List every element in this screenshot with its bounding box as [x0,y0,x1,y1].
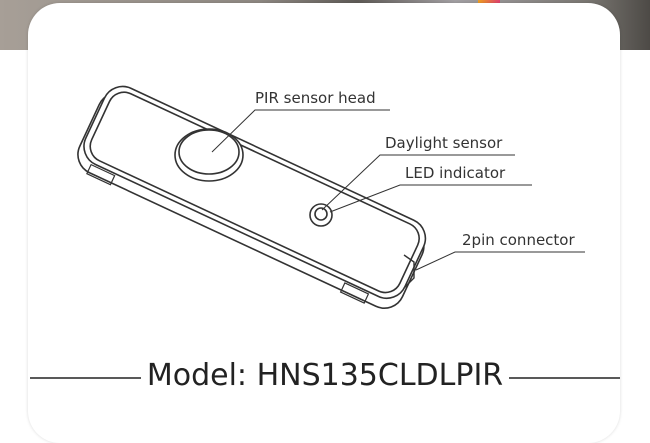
label-daylight-sensor: Daylight sensor [385,134,503,152]
pir-sensor-head [174,128,244,182]
label-led-indicator: LED indicator [405,164,506,182]
leader-lines [211,109,585,271]
led-indicator [309,203,333,227]
model-number: Model: HNS135CLDLPIR [140,358,510,393]
sensor-device [77,85,427,309]
connector [403,254,415,289]
sensor-diagram: PIR sensor head Daylight sensor LED indi… [30,85,620,379]
label-2pin-connector: 2pin connector [462,231,575,249]
label-pir-sensor-head: PIR sensor head [255,89,376,107]
